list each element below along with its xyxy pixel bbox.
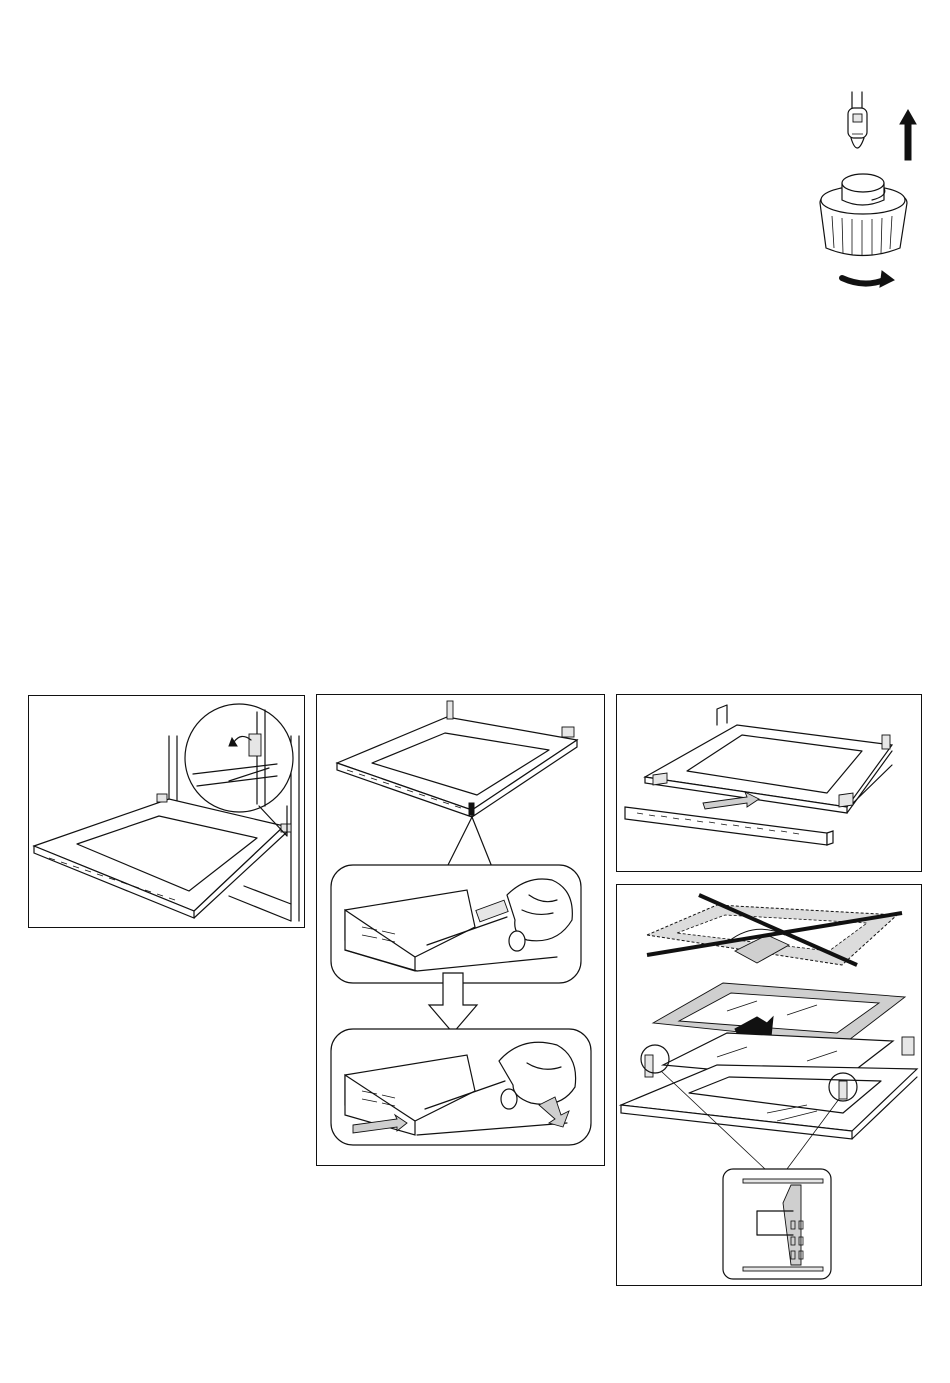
- door-frame-assembly: [645, 705, 892, 813]
- incorrect-glass-orientation: [647, 895, 902, 965]
- lamp-cover-icon: [820, 174, 907, 256]
- figure-door-frame: [616, 694, 922, 872]
- lamp-illustration: [812, 88, 922, 298]
- clip-detail-inset: [723, 1169, 831, 1279]
- figure-door-glass: [616, 884, 922, 1286]
- oven-door: [34, 794, 291, 918]
- glass-pane-outer: [653, 983, 905, 1043]
- halogen-bulb-icon: [848, 92, 867, 148]
- rotate-arrow-icon: [842, 271, 894, 287]
- detail-strip-pull: [331, 1029, 591, 1145]
- figure-door-strip-removal: [316, 694, 605, 1166]
- door-assembly: [337, 701, 577, 817]
- detail-screwdriver-insert: [331, 865, 581, 983]
- figure-door-hinge: [28, 695, 305, 928]
- arrow-up-icon: [900, 110, 916, 160]
- ventilation-strip: [625, 807, 833, 845]
